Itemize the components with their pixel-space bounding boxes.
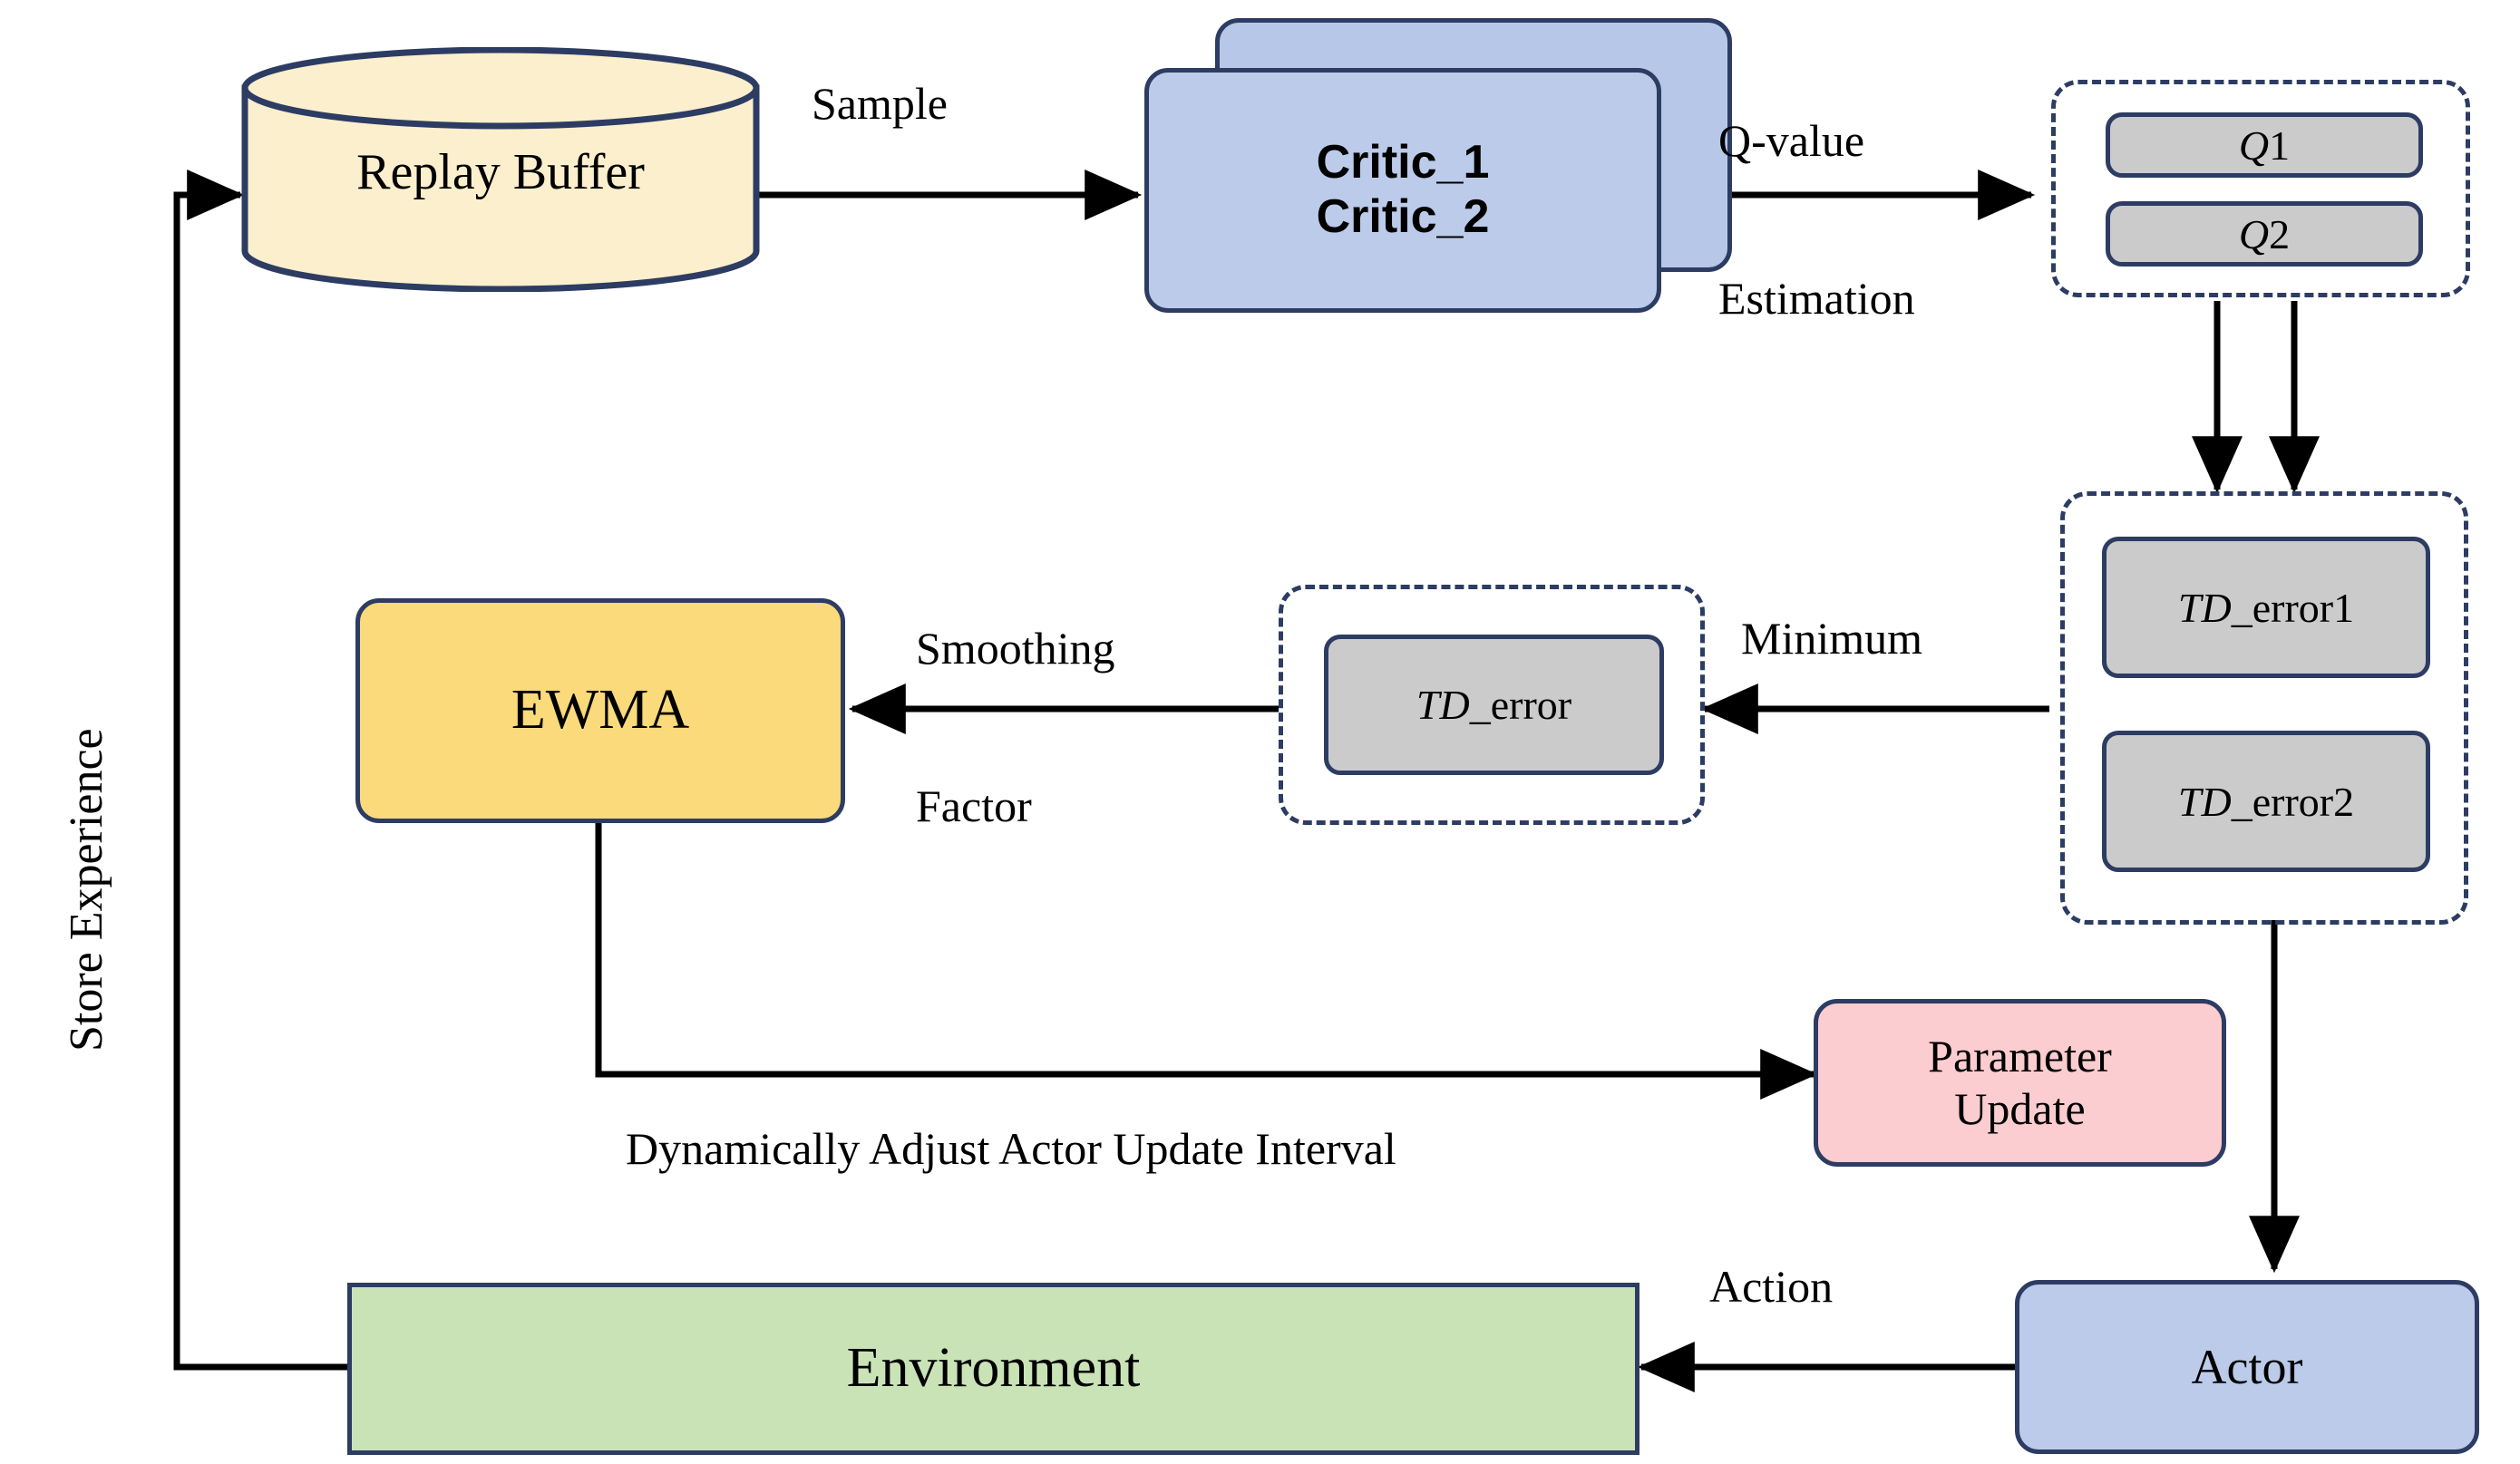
td-error-suffix: _error: [1469, 682, 1572, 728]
td-error-chip[interactable]: TD_error: [1324, 635, 1664, 775]
sample-label: Sample: [812, 78, 948, 129]
td-error-group: [2060, 491, 2468, 925]
td-error2-chip[interactable]: TD_error2: [2102, 731, 2430, 872]
replay-buffer-label: Replay Buffer: [356, 143, 645, 200]
ewma-box[interactable]: EWMA: [355, 598, 845, 823]
q-value-estimation-line-2: Estimation: [1718, 273, 1915, 324]
dynamic-interval-label: Dynamically Adjust Actor Update Interval: [626, 1123, 1396, 1174]
parameter-update-box[interactable]: Parameter Update: [1814, 999, 2226, 1167]
actor-box[interactable]: Actor: [2015, 1280, 2479, 1454]
td-error1-chip[interactable]: TD_error1: [2102, 537, 2430, 678]
q-value-estimation-label: Q-value Estimation: [1718, 9, 1915, 430]
td-error-symbol: TD: [1416, 682, 1470, 728]
q-value-estimation-line-1: Q-value: [1718, 115, 1865, 166]
replay-buffer-shape: [241, 47, 760, 292]
critic-2-label: Critic_2: [1316, 190, 1490, 243]
smoothing-factor-line-2: Factor: [916, 780, 1032, 831]
environment-box[interactable]: Environment: [347, 1283, 1639, 1455]
smoothing-factor-line-1: Smoothing: [916, 623, 1115, 674]
q1-index: 1: [2269, 121, 2291, 169]
smoothing-factor-label: Smoothing Factor: [916, 517, 1114, 937]
q-value-group: [2051, 80, 2470, 297]
td-error2-suffix: _error2: [2231, 778, 2355, 825]
td-error-min-group: [1279, 585, 1705, 825]
td-error1-symbol: TD: [2177, 584, 2232, 631]
td-error2-symbol: TD: [2177, 778, 2232, 825]
q2-index: 2: [2269, 210, 2291, 257]
td-error1-suffix: _error1: [2231, 584, 2355, 631]
action-label: Action: [1709, 1261, 1834, 1312]
edge-parameter-update: [595, 821, 1818, 1100]
q1-symbol: Q: [2238, 121, 2270, 169]
q2-symbol: Q: [2238, 210, 2270, 257]
critic-front-card[interactable]: Critic_1 Critic_2: [1144, 68, 1661, 313]
store-experience-label: Store Experience: [61, 728, 112, 1052]
parameter-update-line-2: Update: [1954, 1082, 2086, 1134]
critic-1-label: Critic_1: [1316, 136, 1490, 189]
parameter-update-line-1: Parameter: [1928, 1031, 2112, 1081]
edge-store-experience: [173, 170, 349, 1371]
minimum-label: Minimum: [1741, 613, 1923, 664]
